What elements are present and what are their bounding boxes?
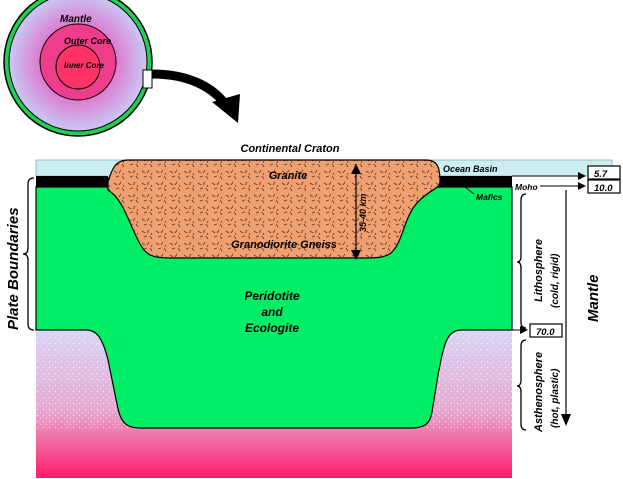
- peridotite-label: Peridotite: [244, 289, 300, 303]
- mantle-inset-label: Mantle: [60, 14, 92, 25]
- mafic-strip-right: [436, 176, 512, 187]
- asthenosphere-brace: [516, 339, 527, 431]
- lithosphere-label: Lithosphere: [533, 239, 545, 302]
- thickness-label: 35-40 km: [358, 193, 368, 232]
- depth-5-7: 5.7: [594, 169, 608, 180]
- inner-core: [55, 44, 101, 90]
- depth-box-5-7: 5.7: [587, 165, 621, 180]
- plate-boundaries-label: Plate Boundaries: [5, 207, 22, 330]
- mafics-label: Mafics: [476, 192, 503, 202]
- ecologite-label: Ecologite: [245, 321, 299, 335]
- mantle-label: Mantle: [585, 274, 602, 322]
- lithosphere-brace: [516, 193, 527, 329]
- depth-70-0: 70.0: [536, 327, 555, 338]
- depth-box-70-0: 70.0: [529, 323, 563, 338]
- granodiorite-gneiss-label: Granodiorite Gneiss: [231, 239, 337, 251]
- mantle-arrow-icon: [561, 414, 571, 426]
- inset-sample-box: [142, 69, 153, 89]
- earth-inset: Mantle Outer Core Inner Core: [3, 0, 153, 137]
- and-label: and: [261, 305, 283, 319]
- asthenosphere-label: Asthenosphere: [533, 352, 545, 433]
- curved-arrow-icon: [151, 69, 240, 123]
- plate-boundaries-brace: [22, 177, 35, 331]
- mafic-strip-left: [36, 176, 108, 187]
- outer-core-label: Outer Core: [64, 36, 111, 46]
- depth-10-0: 10.0: [594, 183, 613, 194]
- continental-crust: [107, 159, 441, 259]
- thickness-arrow: 35-40 km: [351, 164, 368, 260]
- continental-craton-title: Continental Craton: [241, 143, 340, 155]
- granite-label: Granite: [269, 170, 308, 182]
- moho-label: Moho: [515, 182, 538, 192]
- asthenosphere-note: (hot, plastic): [550, 368, 561, 428]
- ocean-basin-label: Ocean Basin: [443, 164, 498, 174]
- lithosphere-note: (cold, rigid): [550, 253, 561, 308]
- inner-core-label: Inner Core: [64, 61, 105, 70]
- depth-box-10-0: 10.0: [587, 179, 621, 194]
